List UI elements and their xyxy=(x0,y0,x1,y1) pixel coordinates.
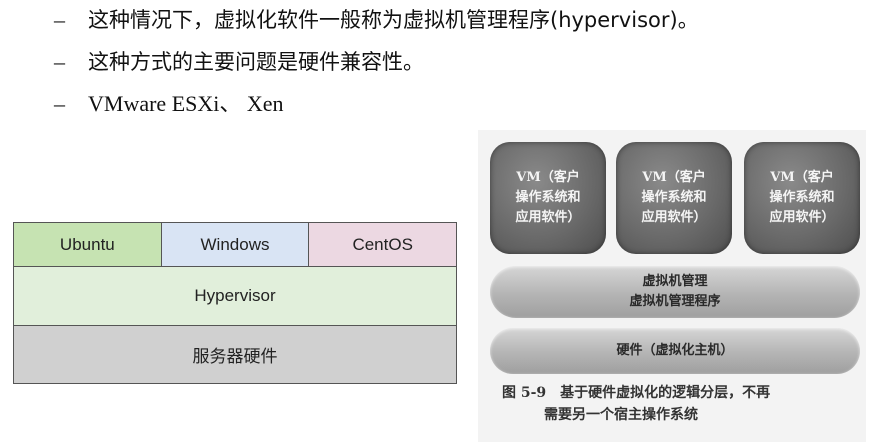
bullet-marker: – xyxy=(54,91,65,116)
ubuntu-cell: Ubuntu xyxy=(14,223,162,266)
hypervisor-cell: Hypervisor xyxy=(14,267,456,325)
figure-caption: 图 5-9 基于硬件虚拟化的逻辑分层，不再 需要另一个宿主操作系统 xyxy=(502,385,771,423)
guest-os-row: Ubuntu Windows CentOS xyxy=(14,223,457,267)
bullet-item: –这种情况下，虚拟化软件一般称为虚拟机管理程序(hypervisor)。 xyxy=(54,2,874,44)
centos-cell: CentOS xyxy=(309,223,457,266)
vm-box: VM（客户 操作系统和 应用软件） xyxy=(744,142,860,254)
bullet-marker: – xyxy=(54,7,65,32)
vm-box: VM（客户 操作系统和 应用软件） xyxy=(616,142,732,254)
bullet-item: –这种方式的主要问题是硬件兼容性。 xyxy=(54,44,874,86)
bullet-text: 这种情况下，虚拟化软件一般称为虚拟机管理程序(hypervisor)。 xyxy=(88,8,699,32)
server-hardware-cell: 服务器硬件 xyxy=(14,326,456,383)
bullet-list: –这种情况下，虚拟化软件一般称为虚拟机管理程序(hypervisor)。 –这种… xyxy=(54,2,874,128)
windows-cell: Windows xyxy=(161,223,310,266)
hypervisor-row: Hypervisor xyxy=(14,267,456,326)
vm-box: VM（客户 操作系统和 应用软件） xyxy=(490,142,606,254)
bullet-text: 这种方式的主要问题是硬件兼容性。 xyxy=(88,50,424,74)
bullet-item: –VMware ESXi、 Xen xyxy=(54,86,874,128)
bullet-text: VMware ESXi、 Xen xyxy=(88,91,284,116)
virtualization-stack-diagram: Ubuntu Windows CentOS Hypervisor 服务器硬件 xyxy=(13,222,457,384)
bullet-marker: – xyxy=(54,49,65,74)
vmm-layer: 虚拟机管理 虚拟机管理程序 xyxy=(490,266,860,318)
hardware-row: 服务器硬件 xyxy=(14,326,456,383)
hardware-layer: 硬件（虚拟化主机） xyxy=(490,328,860,374)
book-figure: VM（客户 操作系统和 应用软件） VM（客户 操作系统和 应用软件） VM（客… xyxy=(478,130,866,442)
